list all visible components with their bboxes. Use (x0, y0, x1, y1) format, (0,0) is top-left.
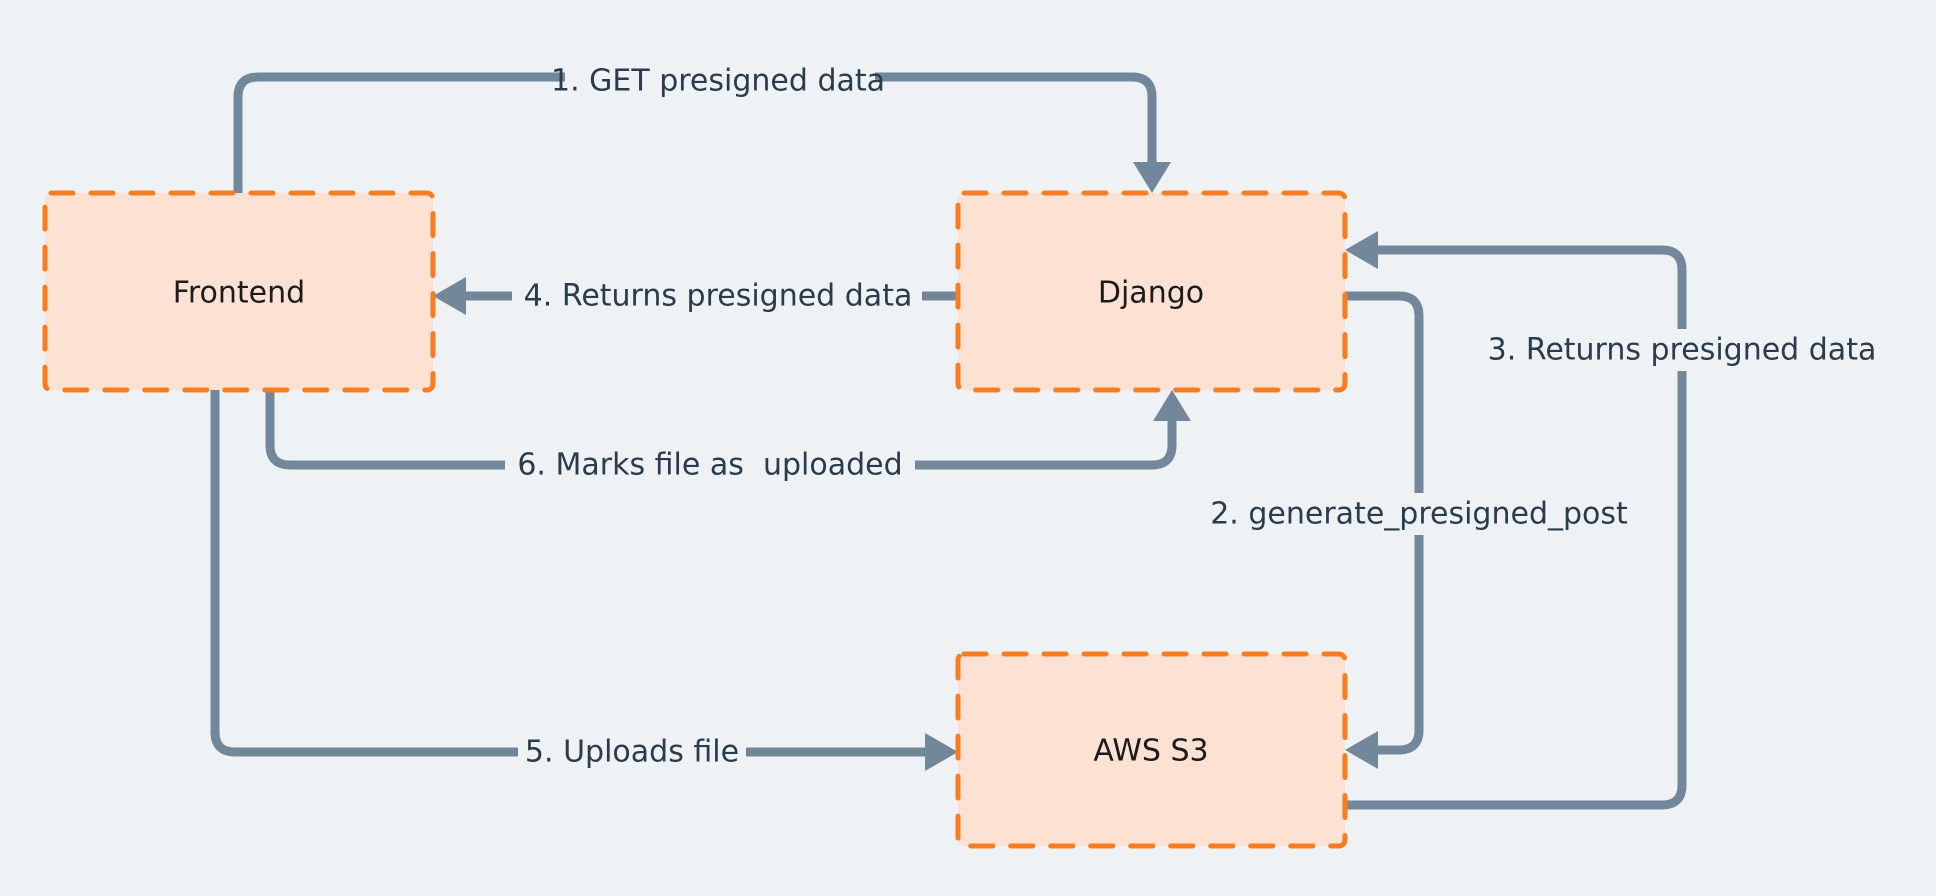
edge-5-label-backdrop (518, 732, 746, 772)
edge-2-generate-presigned-post: 2. generate_presigned_post (1203, 291, 1635, 769)
edge-5-uploads-file: 5. Uploads file (210, 385, 958, 772)
edge-1-label: 1. GET presigned data (551, 64, 885, 99)
edge-1-get-presigned-data: 1. GET presigned data (233, 60, 1171, 198)
node-aws-s3[interactable]: AWS S3 (955, 651, 1348, 849)
edge-2-label-backdrop (1203, 493, 1635, 535)
edge-3-returns-presigned-data: 3. Returns presigned data (1340, 231, 1882, 810)
edge-1-label-backdrop (565, 60, 875, 98)
edge-5-path (210, 385, 933, 757)
edge-6-marks-file-as-uploaded: 6. Marks file as uploaded (265, 385, 1191, 485)
edge-2-arrowhead (1345, 731, 1378, 769)
edge-5-arrowhead (925, 733, 958, 771)
node-django-box[interactable] (955, 190, 1348, 393)
node-aws-s3-label: AWS S3 (1093, 734, 1208, 769)
edge-6-label-backdrop (505, 445, 915, 485)
node-frontend-box[interactable] (42, 190, 436, 393)
edge-5-label: 5. Uploads file (525, 735, 739, 770)
edge-6-label: 6. Marks file as uploaded (517, 448, 902, 483)
node-aws-s3-box[interactable] (955, 651, 1348, 849)
edge-3-path (1340, 245, 1687, 810)
edge-3-label: 3. Returns presigned data (1488, 333, 1877, 368)
edge-6-arrowhead (1153, 390, 1191, 421)
node-frontend-label: Frontend (173, 276, 305, 311)
edge-4-returns-presigned-data: 4. Returns presigned data (433, 276, 963, 316)
edge-3-label-backdrop (1482, 329, 1882, 371)
edge-4-label-backdrop (512, 276, 922, 316)
node-frontend[interactable]: Frontend (42, 190, 436, 393)
edge-1-arrowhead (1133, 162, 1171, 193)
edge-4-arrowhead (433, 277, 466, 315)
node-django[interactable]: Django (955, 190, 1348, 393)
edge-4-label: 4. Returns presigned data (524, 279, 913, 314)
edge-2-label: 2. generate_presigned_post (1210, 497, 1628, 532)
edge-3-arrowhead (1345, 231, 1378, 269)
node-django-label: Django (1098, 276, 1204, 311)
